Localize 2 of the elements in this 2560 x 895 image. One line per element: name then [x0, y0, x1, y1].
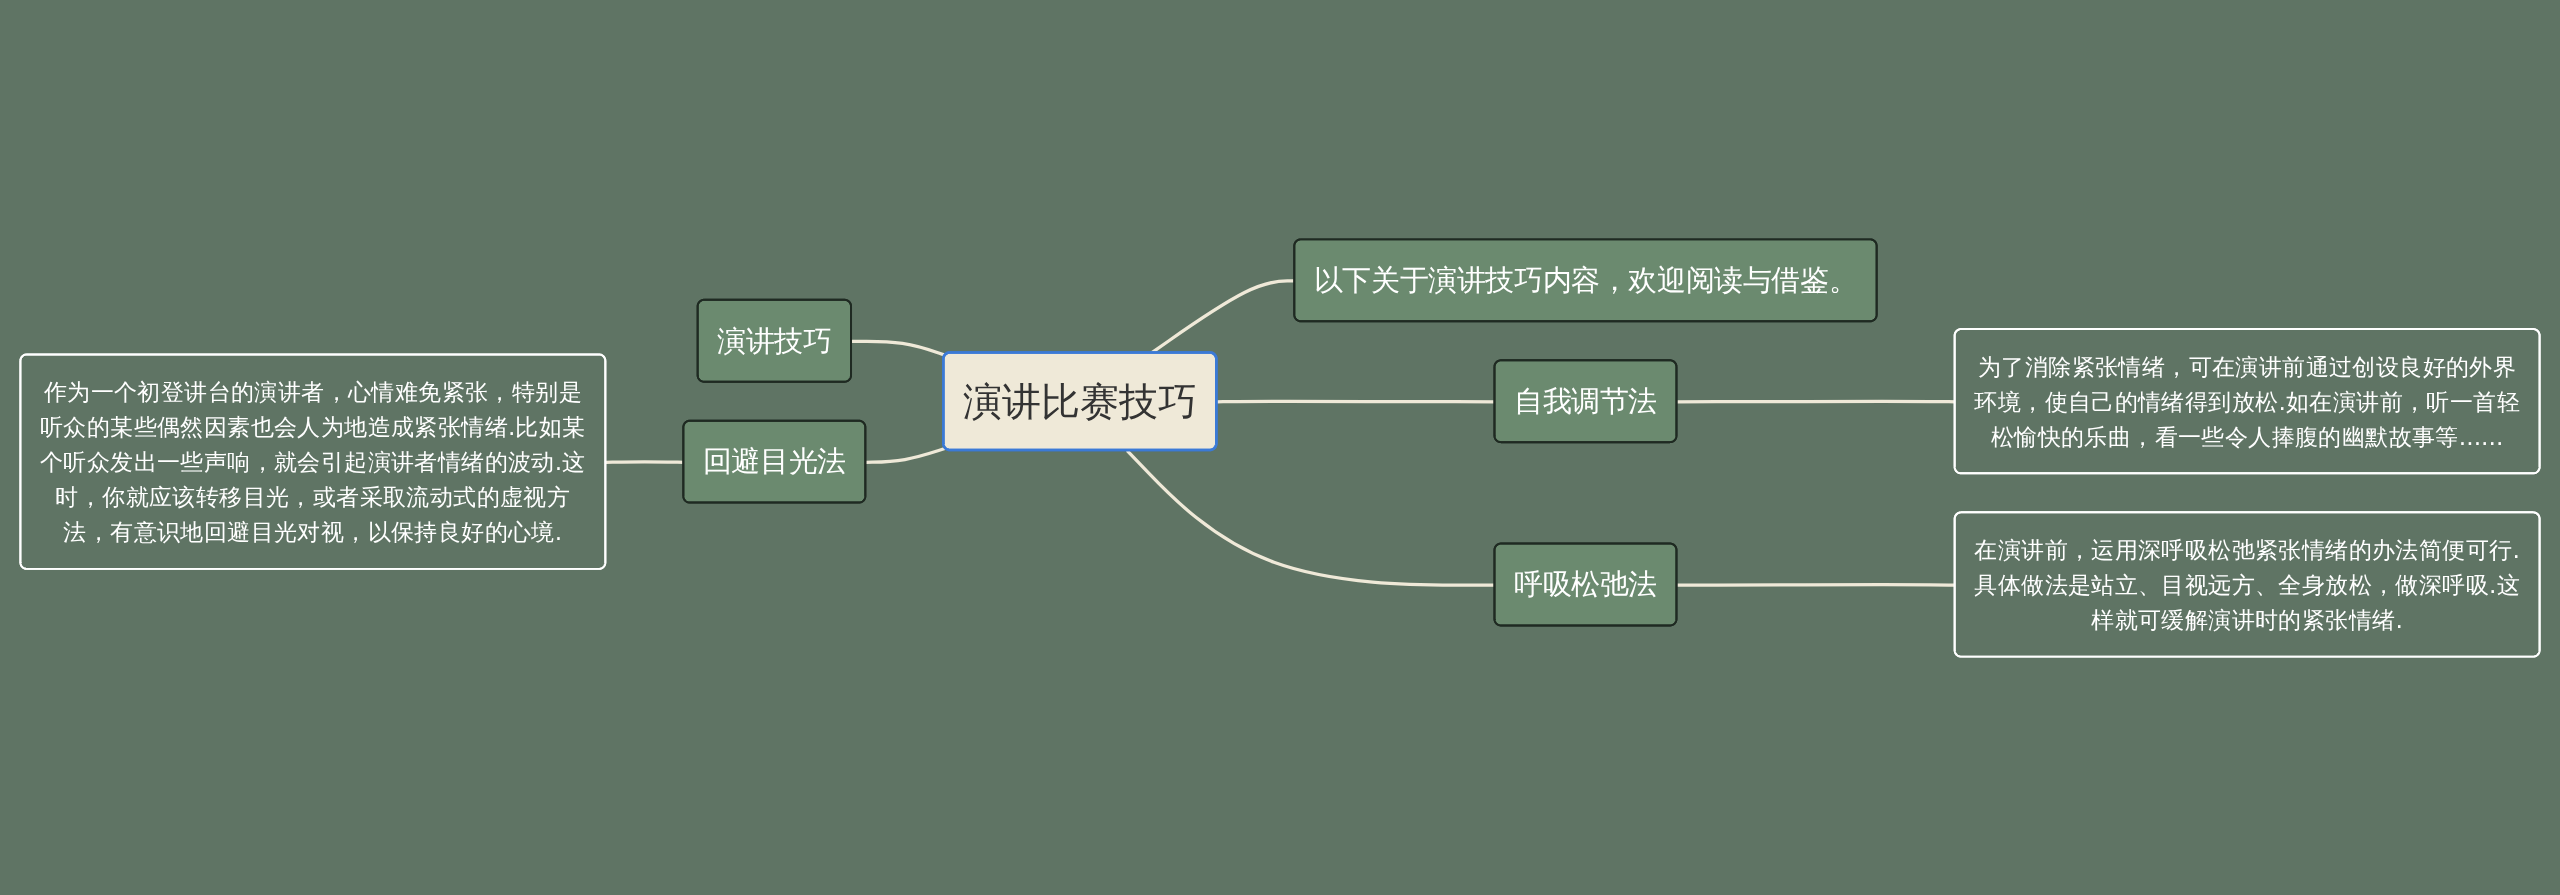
connector [865, 446, 947, 464]
connector [851, 339, 947, 357]
